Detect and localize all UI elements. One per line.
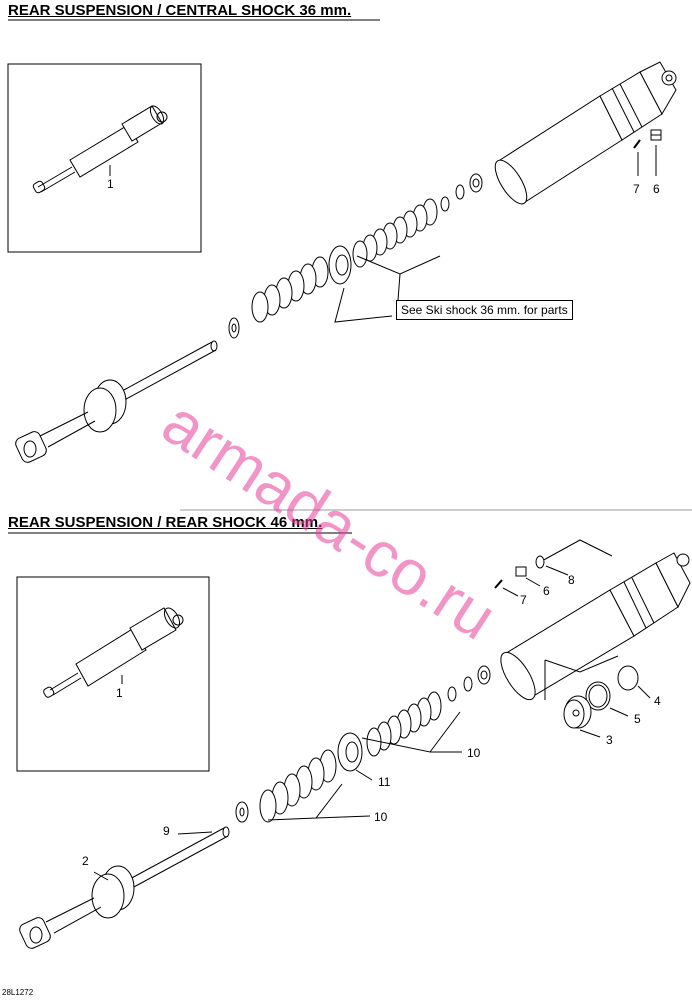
pin-7-46 [494, 579, 503, 589]
callout-7-central: 7 [633, 182, 640, 196]
callout-10-lower-rear: 10 [374, 810, 388, 824]
ring-5 [585, 681, 611, 711]
inset-box-rear-shock [16, 576, 210, 772]
inset-shock-central [32, 105, 168, 194]
nut-6-36 [650, 129, 662, 141]
shock-rod-36 [15, 340, 218, 463]
spring-coupler-46 [337, 732, 363, 772]
note-see-ski-shock: See Ski shock 36 mm. for parts [396, 300, 573, 320]
callout-11-rear: 11 [378, 775, 391, 789]
shock-rod-46 [19, 826, 230, 949]
nut-washers-36 [440, 173, 483, 212]
callout-4-rear: 4 [654, 694, 661, 708]
callout-2-rear: 2 [82, 854, 89, 868]
rear-shock-body [500, 552, 691, 701]
document-reference: 28L1272 [2, 988, 34, 997]
callout-1-rear: 1 [116, 686, 123, 700]
callout-6-rear: 6 [543, 584, 550, 598]
callout-10-upper-rear: 10 [467, 746, 481, 760]
lower-spring-46 [259, 749, 337, 823]
o-ring-4 [617, 665, 639, 691]
callout-8-rear: 8 [568, 573, 575, 587]
upper-spring-46 [366, 691, 442, 757]
callout-1-central: 1 [107, 177, 114, 191]
section-title-rear-shock: REAR SUSPENSION / REAR SHOCK 46 mm. [8, 514, 323, 531]
lower-spring-36 [251, 256, 329, 323]
central-shock-body [494, 61, 677, 205]
inset-shock-rear [43, 607, 184, 698]
section-title-central-shock: REAR SUSPENSION / CENTRAL SHOCK 36 mm. [8, 2, 352, 19]
callout-5-rear: 5 [634, 712, 641, 726]
inset-box-central-shock [7, 63, 202, 253]
upper-spring-36 [352, 198, 438, 268]
callout-3-rear: 3 [606, 733, 613, 747]
nut-6-46 [515, 566, 527, 577]
piston-3 [563, 695, 592, 729]
callout-6-central: 6 [653, 182, 660, 196]
pin-7-36 [633, 139, 641, 149]
spring-coupler-36 [328, 245, 352, 285]
callout-9-rear: 9 [163, 824, 170, 838]
callout-7-rear: 7 [520, 593, 527, 607]
